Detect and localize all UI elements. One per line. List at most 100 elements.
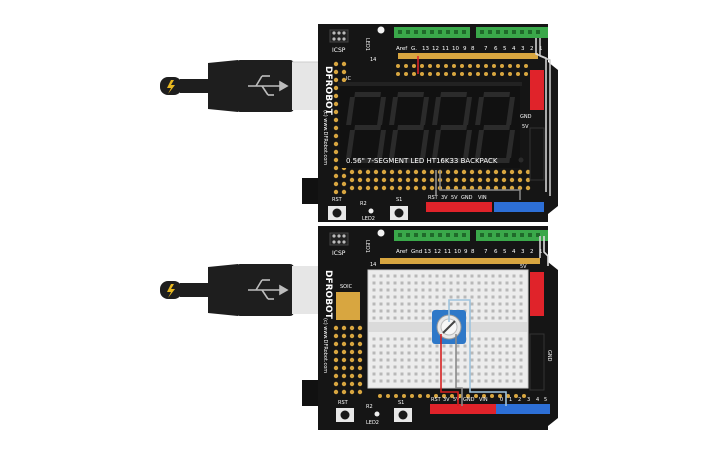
analog-header-right bbox=[529, 333, 545, 391]
led2-indicator bbox=[368, 208, 374, 214]
usb-cable-top bbox=[160, 60, 326, 112]
pin-label-aref: Aref bbox=[396, 249, 408, 255]
pin-label-6: 6 bbox=[494, 249, 498, 255]
pin-label-10: 10 bbox=[454, 249, 461, 255]
gnd-label: GND bbox=[520, 114, 532, 120]
row-label: 14 bbox=[370, 57, 376, 63]
soic-label: SOIC bbox=[340, 284, 353, 290]
pin-label-rst: RST bbox=[431, 397, 442, 403]
rst-label: RST bbox=[332, 197, 343, 203]
led2-label: LED2 bbox=[362, 216, 375, 222]
pin-label-a2: 2 bbox=[518, 397, 521, 403]
r2-label: R2 bbox=[360, 201, 367, 207]
pin-label-gnd: GND bbox=[461, 195, 473, 201]
mounting-hole bbox=[377, 229, 385, 237]
reset-button[interactable]: RST bbox=[328, 197, 346, 220]
led1-label: LED1 bbox=[364, 38, 370, 51]
pin-label-3: 3 bbox=[521, 249, 525, 255]
brand-logo: DFROBOT bbox=[323, 270, 333, 320]
reset-button[interactable]: RST bbox=[336, 400, 354, 422]
pin-label-a5: 5 bbox=[544, 397, 547, 403]
pin-label-2: 2 bbox=[530, 46, 534, 52]
pin-label-9: 9 bbox=[463, 46, 467, 52]
board-url: (c) www.DFRobot.com bbox=[322, 318, 328, 373]
s1-button[interactable]: S1 bbox=[390, 197, 408, 220]
wires-top bbox=[417, 38, 551, 200]
bottom-shield-board: ICSP LED1 Aref Gnd 13 12 11 10 9 8 bbox=[302, 226, 558, 430]
display-label: 0.56" 7-SEGMENT LED HT16K33 BACKPACK bbox=[346, 157, 498, 165]
seven-segment-display: 0.56" 7-SEGMENT LED HT16K33 BACKPACK bbox=[338, 82, 524, 168]
pin-label-vin: VIN bbox=[479, 397, 488, 403]
pin-label-a1: 1 bbox=[509, 397, 512, 403]
proto-pad-grid bbox=[333, 325, 526, 398]
display-digits bbox=[346, 92, 524, 163]
pin-label-5v: 5V bbox=[451, 195, 458, 201]
top-shield-board: ICSP LED1 Aref G. 13 12 11 10 9 bbox=[302, 24, 558, 222]
icsp-header: ICSP bbox=[329, 29, 349, 54]
power-header-bottom bbox=[426, 202, 544, 212]
soic-pads bbox=[336, 292, 360, 320]
ic-label: IC bbox=[346, 76, 351, 82]
pin-label-6: 6 bbox=[494, 46, 498, 52]
pin-label-13: 13 bbox=[422, 46, 429, 52]
5v-label: 5V bbox=[522, 124, 529, 130]
pin-label-5: 5 bbox=[503, 249, 507, 255]
pin-label-3v: 3V bbox=[441, 195, 448, 201]
board-url: (c) www.DFRobot.com bbox=[322, 110, 328, 165]
pin-label-10: 10 bbox=[452, 46, 459, 52]
pin-label-3v: 3V bbox=[443, 397, 450, 403]
pin-label-gnd: Gnd bbox=[411, 249, 422, 255]
led2-indicator bbox=[374, 411, 380, 417]
power-header-right bbox=[530, 70, 544, 110]
pin-label-2: 2 bbox=[530, 249, 534, 255]
usb-cable-bottom bbox=[160, 264, 326, 316]
pin-label-11: 11 bbox=[442, 46, 449, 52]
pin-label-vin: VIN bbox=[478, 195, 487, 201]
pin-label-5: 5 bbox=[503, 46, 507, 52]
pin-label-11: 11 bbox=[444, 249, 451, 255]
usb-symbol-icon bbox=[248, 279, 289, 300]
s1-button[interactable]: S1 bbox=[394, 400, 412, 422]
led2-label: LED2 bbox=[366, 420, 379, 426]
digital-header-top bbox=[394, 230, 548, 241]
pin-label-12: 12 bbox=[434, 249, 441, 255]
led1-label: LED1 bbox=[364, 240, 370, 253]
wires-bottom bbox=[440, 236, 549, 406]
digital-header-top bbox=[394, 27, 548, 38]
power-header-bottom bbox=[430, 404, 550, 414]
gnd-label: GND bbox=[546, 350, 552, 362]
pin-label-13: 13 bbox=[424, 249, 431, 255]
icsp-label: ICSP bbox=[332, 250, 346, 257]
pin-label-4: 4 bbox=[512, 249, 516, 255]
pin-label-9: 9 bbox=[464, 249, 468, 255]
row-label: 14 bbox=[370, 262, 376, 268]
analog-header-right bbox=[529, 127, 545, 181]
pad-strip bbox=[398, 53, 538, 59]
power-header-right bbox=[530, 272, 544, 316]
mounting-hole bbox=[377, 26, 385, 34]
pin-label-7: 7 bbox=[484, 249, 488, 255]
pin-label-3: 3 bbox=[521, 46, 525, 52]
pin-label-a4: 4 bbox=[536, 397, 539, 403]
pad-strip bbox=[380, 258, 540, 264]
icsp-label: ICSP bbox=[332, 47, 346, 54]
pin-label-aref: Aref bbox=[396, 46, 408, 52]
r2-label: R2 bbox=[366, 404, 373, 410]
5v-label: 5V bbox=[520, 264, 527, 270]
brand-logo: DFROBOT bbox=[323, 66, 333, 116]
s1-label: S1 bbox=[396, 197, 402, 203]
pin-label-8: 8 bbox=[471, 46, 475, 52]
s1-label: S1 bbox=[398, 400, 404, 406]
pin-label-a0: 0 bbox=[500, 397, 503, 403]
pin-label-rst: RST bbox=[428, 195, 439, 201]
rst-label: RST bbox=[338, 400, 349, 406]
pin-label-gnd: G. bbox=[411, 46, 417, 52]
usb-symbol-icon bbox=[248, 75, 289, 96]
proto-pad-grid bbox=[333, 61, 531, 195]
pin-label-4: 4 bbox=[512, 46, 516, 52]
pin-label-gnd: GND bbox=[463, 397, 475, 403]
pin-label-7: 7 bbox=[484, 46, 488, 52]
pin-label-12: 12 bbox=[432, 46, 439, 52]
pin-label-8: 8 bbox=[471, 249, 475, 255]
